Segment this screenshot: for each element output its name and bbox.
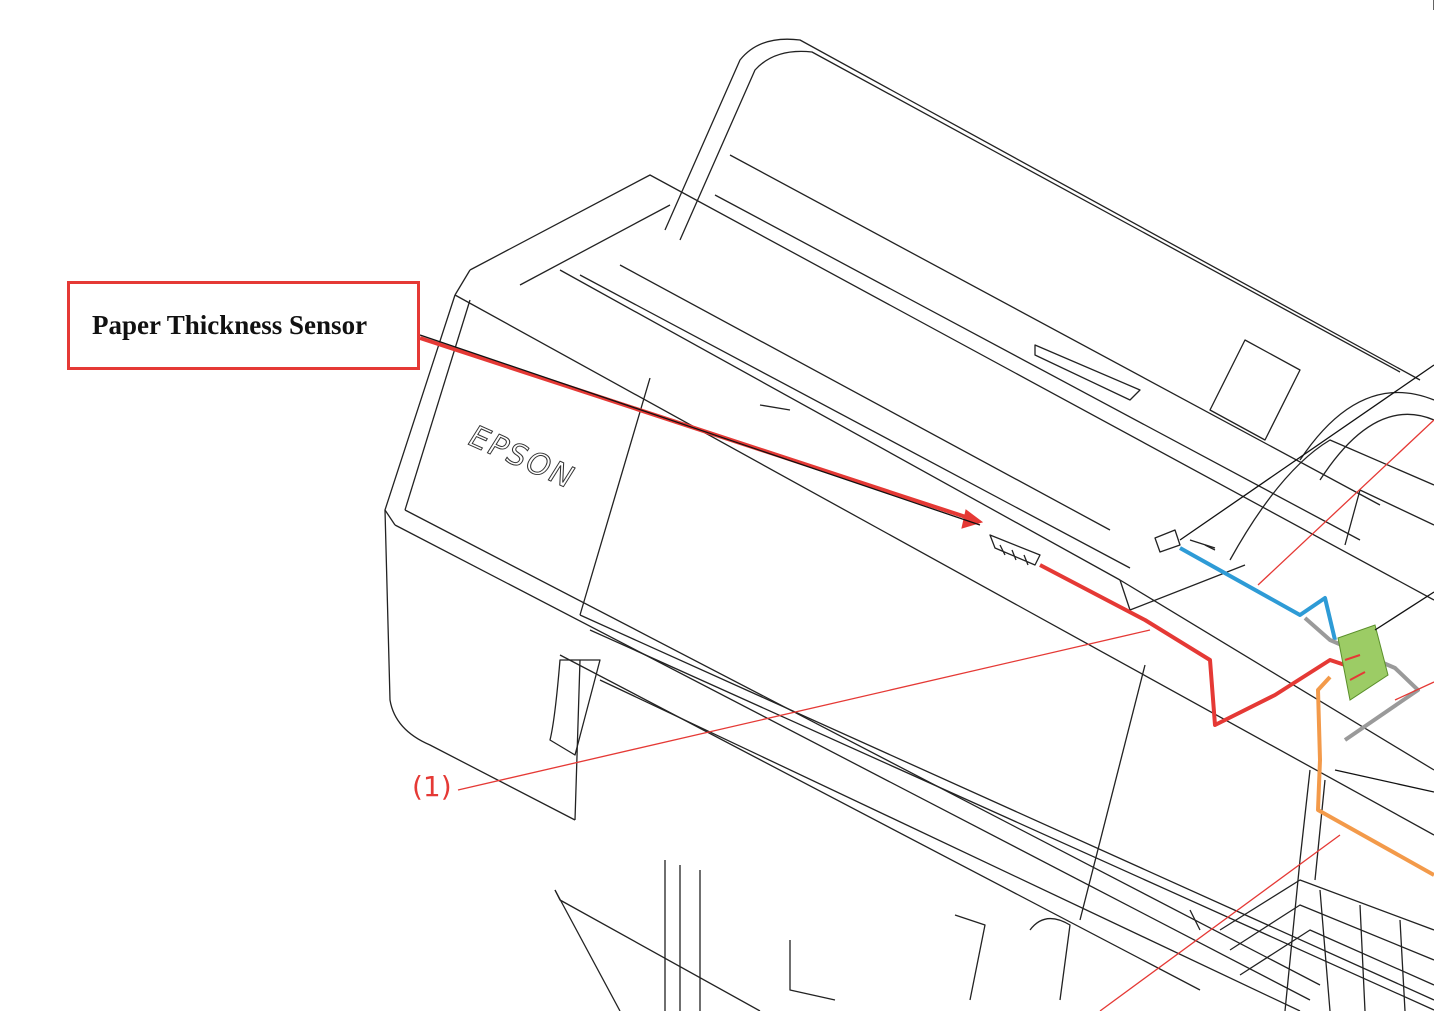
ink-carriage-icon [1219,879,1434,1011]
paper-thickness-sensor-callout: Paper Thickness Sensor [67,281,420,370]
cable-paths [1039,546,1434,877]
paper-thickness-sensor-icon [989,534,1041,566]
blue-cable [1179,546,1337,641]
red-cable [1039,563,1346,727]
reference-label: (1) [412,770,452,803]
callout-label: Paper Thickness Sensor [92,310,368,340]
printer-outline [384,38,1434,1011]
leader-lines [419,0,1434,1011]
circuit-board-icon [1337,624,1389,701]
gray-cable [1303,616,1420,742]
reference-leader [457,629,1151,791]
orange-cable [1316,675,1434,877]
